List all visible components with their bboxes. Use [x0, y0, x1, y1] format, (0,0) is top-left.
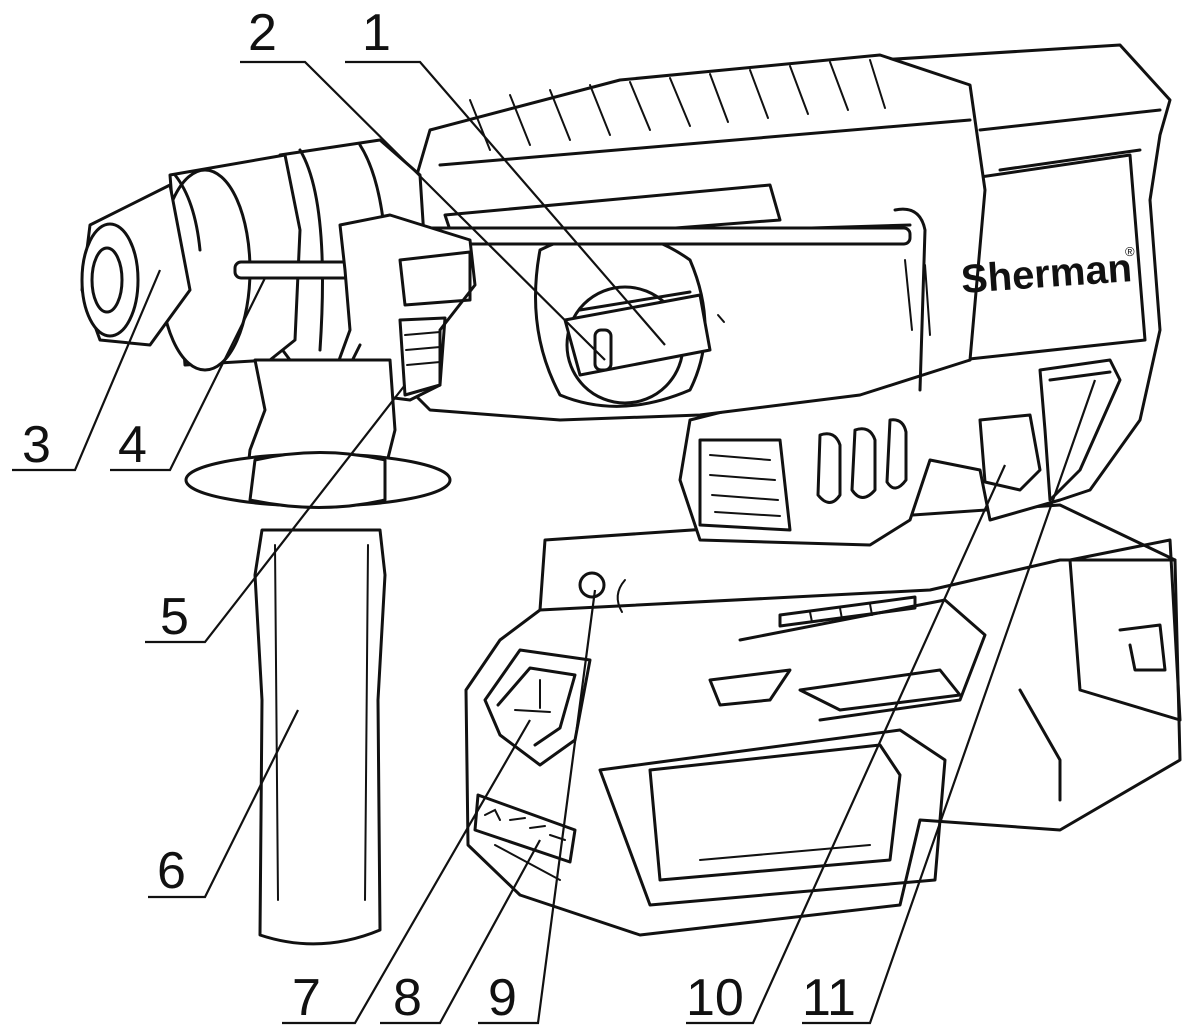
callout-5: 5 [145, 384, 406, 646]
callout-label-1: 1 [362, 4, 391, 62]
callout-label-7: 7 [292, 969, 321, 1025]
callout-11: 11 [802, 379, 1097, 1025]
callout-label-5: 5 [160, 588, 189, 646]
callout-6: 6 [148, 709, 299, 900]
callout-label-3: 3 [22, 416, 51, 474]
callout-label-2: 2 [248, 4, 277, 62]
callout-7: 7 [282, 719, 531, 1025]
callout-9: 9 [478, 589, 597, 1025]
callout-label-9: 9 [488, 969, 517, 1025]
callout-3: 3 [12, 269, 162, 474]
callout-label-6: 6 [157, 842, 186, 900]
callout-8: 8 [380, 839, 541, 1025]
callouts: 1 2 3 4 5 6 7 8 [12, 4, 1097, 1025]
callout-label-10: 10 [686, 969, 744, 1025]
callout-4: 4 [110, 277, 266, 474]
callout-label-4: 4 [118, 416, 147, 474]
battery-pack [464, 503, 1182, 937]
brand-registered-mark: ® [1125, 244, 1135, 259]
callout-2: 2 [240, 4, 606, 361]
callout-label-11: 11 [802, 969, 856, 1025]
hammer-body [80, 43, 1172, 946]
callout-10: 10 [686, 464, 1007, 1025]
callout-1: 1 [345, 4, 666, 346]
callout-label-8: 8 [393, 969, 422, 1025]
